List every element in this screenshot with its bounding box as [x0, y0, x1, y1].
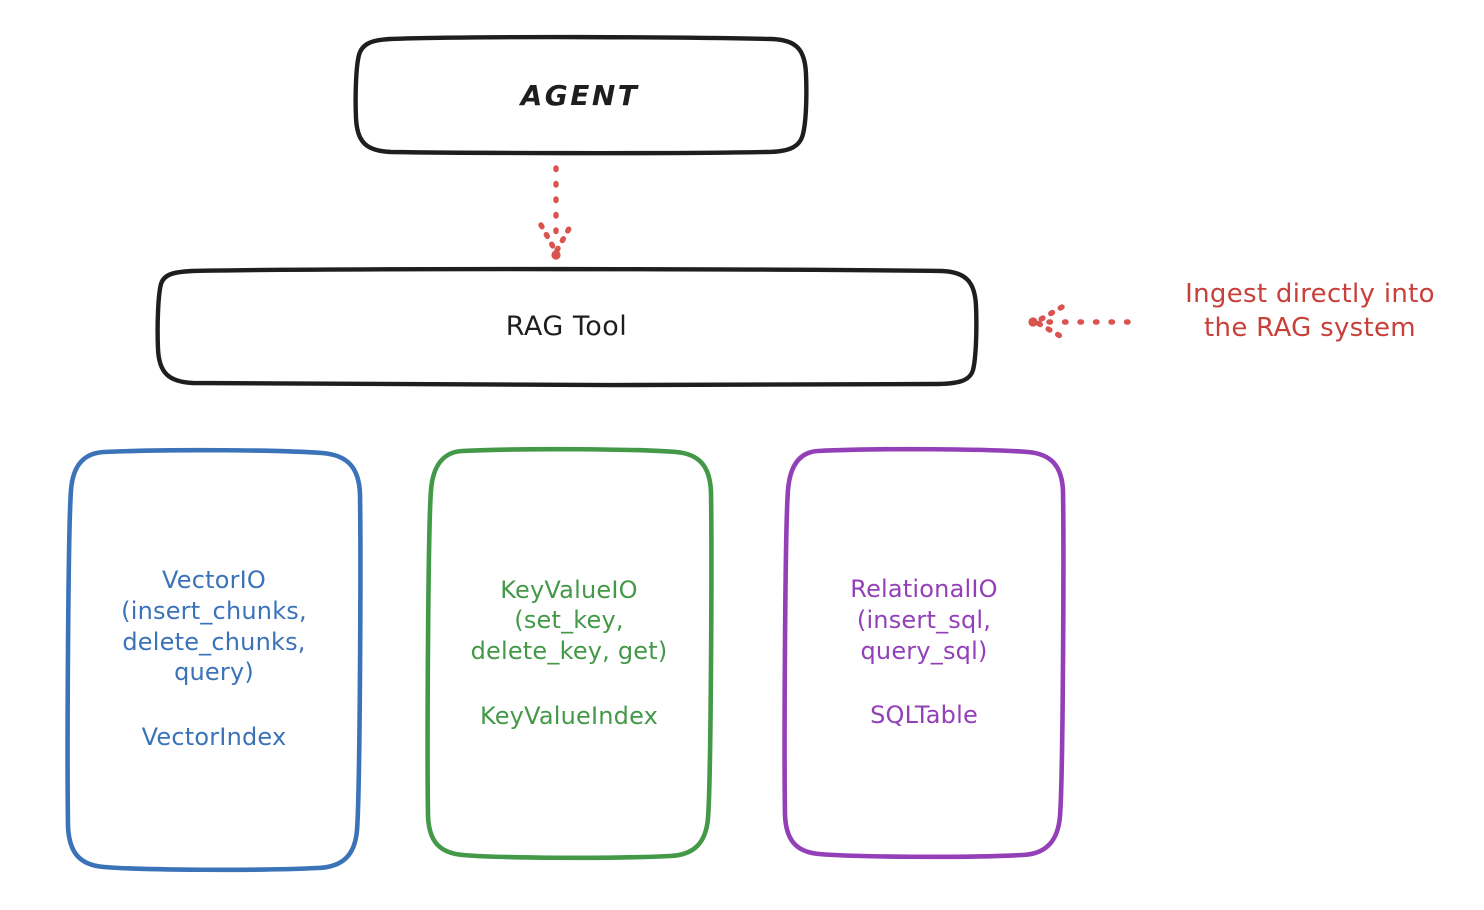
rag-tool-box-outline — [155, 266, 979, 388]
key-value-io-box-outline — [425, 446, 714, 861]
relational-io-box-outline — [782, 446, 1066, 860]
rag-tool-label: RAG Tool — [505, 311, 628, 342]
vector-index-label: VectorIndex — [141, 723, 287, 752]
vector-io-box-outline — [65, 447, 363, 873]
key-value-io-title: KeyValueIO (set_key, delete_key, get) — [470, 575, 668, 665]
relational-io-title: RelationalIO (insert_sql, query_sql) — [850, 575, 998, 665]
agent-box-outline — [353, 34, 809, 156]
agent-label: AGENT — [520, 78, 640, 112]
vector-io-title: VectorIO (insert_chunks, delete_chunks, … — [121, 566, 307, 687]
key-value-io-node[interactable]: KeyValueIO (set_key, delete_key, get) Ke… — [428, 450, 710, 856]
ingest-annotation-text: Ingest directly into the RAG system — [1185, 279, 1435, 343]
ingest-to-rag-tool-connector — [1028, 304, 1131, 340]
vector-io-node[interactable]: VectorIO (insert_chunks, delete_chunks, … — [68, 450, 360, 868]
sql-table-label: SQLTable — [870, 701, 978, 730]
relational-io-node[interactable]: RelationalIO (insert_sql, query_sql) SQL… — [785, 450, 1063, 855]
agent-node[interactable]: AGENT — [355, 38, 805, 152]
key-value-index-label: KeyValueIndex — [479, 701, 659, 730]
agent-to-rag-tool-connector — [538, 165, 574, 260]
rag-tool-node[interactable]: RAG Tool — [158, 270, 975, 383]
